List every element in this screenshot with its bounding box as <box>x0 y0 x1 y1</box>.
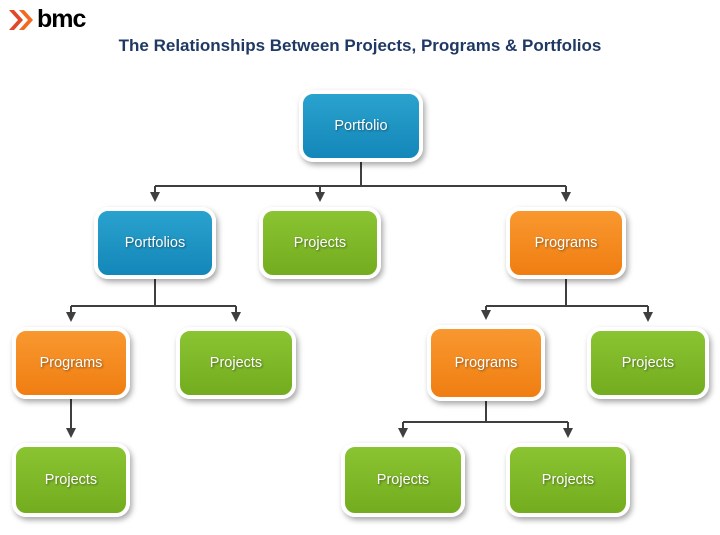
brand-name: bmc <box>37 5 86 33</box>
node-projects-l3-left: Projects <box>176 327 296 399</box>
bmc-chevron-icon <box>9 9 33 30</box>
node-portfolios-l2: Portfolios <box>94 207 216 279</box>
node-programs-l2: Programs <box>506 207 626 279</box>
node-portfolio-root: Portfolio <box>299 90 423 162</box>
page-title: The Relationships Between Projects, Prog… <box>118 36 602 55</box>
node-projects-l3-right: Projects <box>587 327 709 399</box>
node-projects-l2: Projects <box>259 207 381 279</box>
node-programs-l3-left: Programs <box>12 327 130 399</box>
node-label: Programs <box>39 355 103 371</box>
node-label: Portfolios <box>124 235 186 251</box>
node-label: Projects <box>376 472 430 488</box>
node-label: Programs <box>454 355 518 371</box>
node-projects-l4-right: Projects <box>506 443 630 517</box>
node-label: Projects <box>541 472 595 488</box>
node-label: Portfolio <box>334 118 388 134</box>
node-programs-l3-mid: Programs <box>427 325 545 401</box>
node-projects-l4-mid: Projects <box>341 443 465 517</box>
node-projects-l4-left: Projects <box>12 443 130 517</box>
node-label: Projects <box>621 355 675 371</box>
node-label: Projects <box>44 472 98 488</box>
node-label: Programs <box>534 235 598 251</box>
node-label: Projects <box>209 355 263 371</box>
brand-logo: bmc <box>8 5 86 33</box>
node-label: Projects <box>293 235 347 251</box>
